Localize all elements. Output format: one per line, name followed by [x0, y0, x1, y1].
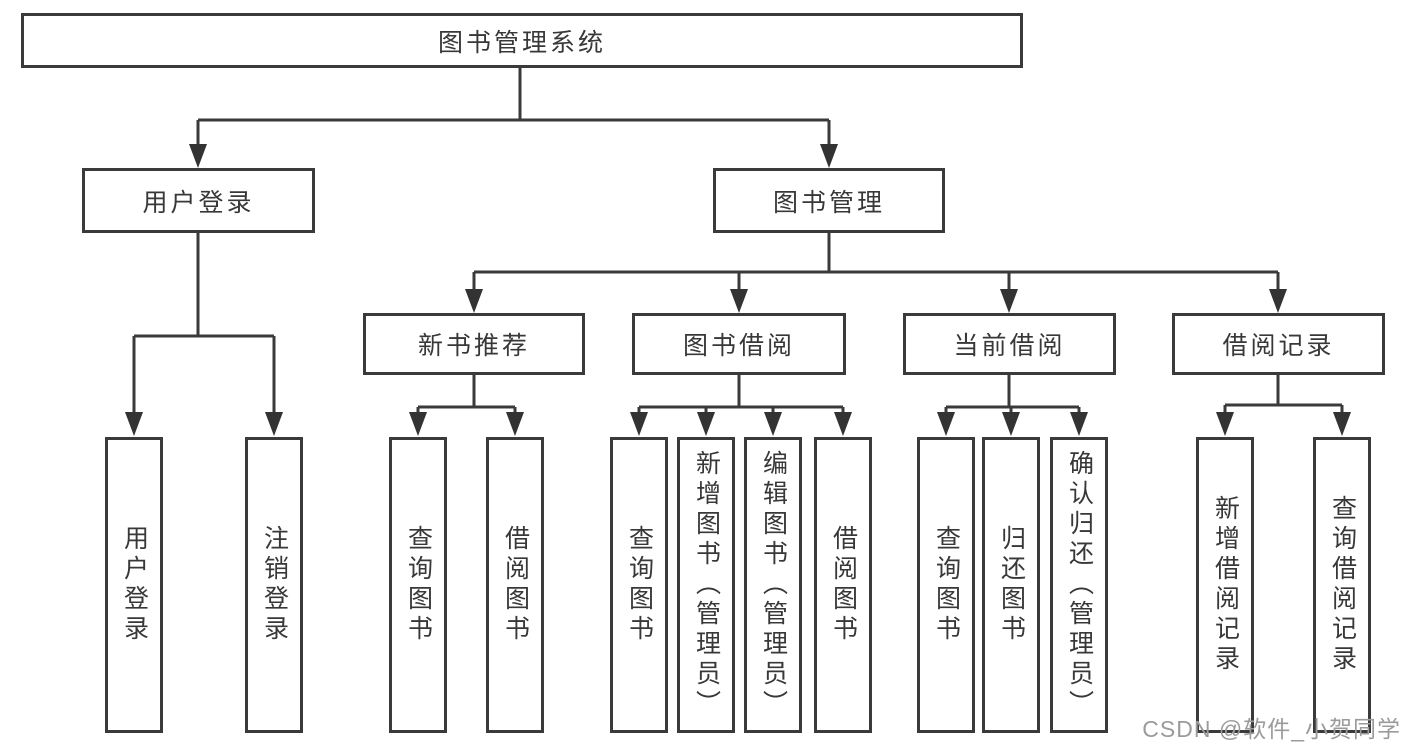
leaf-return-book: 归还图书: [982, 437, 1040, 733]
leaf-user-login: 用户登录: [105, 437, 163, 733]
node-borrow-record: 借阅记录: [1172, 313, 1385, 375]
leaf-edit-book-admin: 编辑图书（管理员）: [744, 437, 802, 733]
connector-user-login-children: [132, 233, 276, 416]
arrowhead-icon: [1333, 412, 1351, 436]
arrowhead-icon: [189, 144, 207, 168]
connector-current-children: [944, 375, 1081, 416]
leaf-borrow-book: 借阅图书: [814, 437, 872, 733]
arrowhead-icon: [764, 412, 782, 436]
arrowhead-icon: [465, 289, 483, 313]
leaf-query-book-borrow: 查询图书: [610, 437, 668, 733]
arrowhead-icon: [937, 412, 955, 436]
node-user-login-group: 用户登录: [82, 168, 315, 233]
leaf-confirm-return-admin: 确认归还（管理员）: [1050, 437, 1108, 733]
node-new-book-recommend: 新书推荐: [363, 313, 585, 375]
connector-record-children: [1223, 375, 1344, 416]
node-book-borrow: 图书借阅: [632, 313, 846, 375]
leaf-add-borrow-record: 新增借阅记录: [1196, 437, 1254, 733]
connector-new-book-children: [416, 375, 517, 416]
arrowheads: [125, 144, 1351, 436]
arrowhead-icon: [1000, 289, 1018, 313]
leaf-add-book-admin: 新增图书（管理员）: [677, 437, 735, 733]
arrowhead-icon: [820, 144, 838, 168]
leaf-borrow-book-recommend: 借阅图书: [486, 437, 544, 733]
node-current-borrow: 当前借阅: [903, 313, 1116, 375]
arrowhead-icon: [834, 412, 852, 436]
arrowhead-icon: [1002, 412, 1020, 436]
connector-root-to-level2: [196, 68, 831, 150]
leaf-query-book-current: 查询图书: [917, 437, 975, 733]
arrowhead-icon: [630, 412, 648, 436]
csdn-watermark: CSDN @软件_小贺同学: [1142, 716, 1401, 742]
arrowhead-icon: [506, 412, 524, 436]
leaf-logout: 注销登录: [245, 437, 303, 733]
arrowhead-icon: [1070, 412, 1088, 436]
arrowhead-icon: [1269, 289, 1287, 313]
node-library-system-root: 图书管理系统: [21, 13, 1023, 68]
arrowhead-icon: [409, 412, 427, 436]
arrowhead-icon: [697, 412, 715, 436]
arrowhead-icon: [1216, 412, 1234, 436]
arrowhead-icon: [730, 289, 748, 313]
arrowhead-icon: [265, 412, 283, 436]
leaf-query-book-recommend: 查询图书: [389, 437, 447, 733]
leaf-query-borrow-record: 查询借阅记录: [1313, 437, 1371, 733]
connector-borrow-children: [637, 375, 845, 416]
node-book-management-group: 图书管理: [713, 168, 945, 233]
connector-book-mgmt-children: [472, 233, 1280, 292]
arrowhead-icon: [125, 412, 143, 436]
